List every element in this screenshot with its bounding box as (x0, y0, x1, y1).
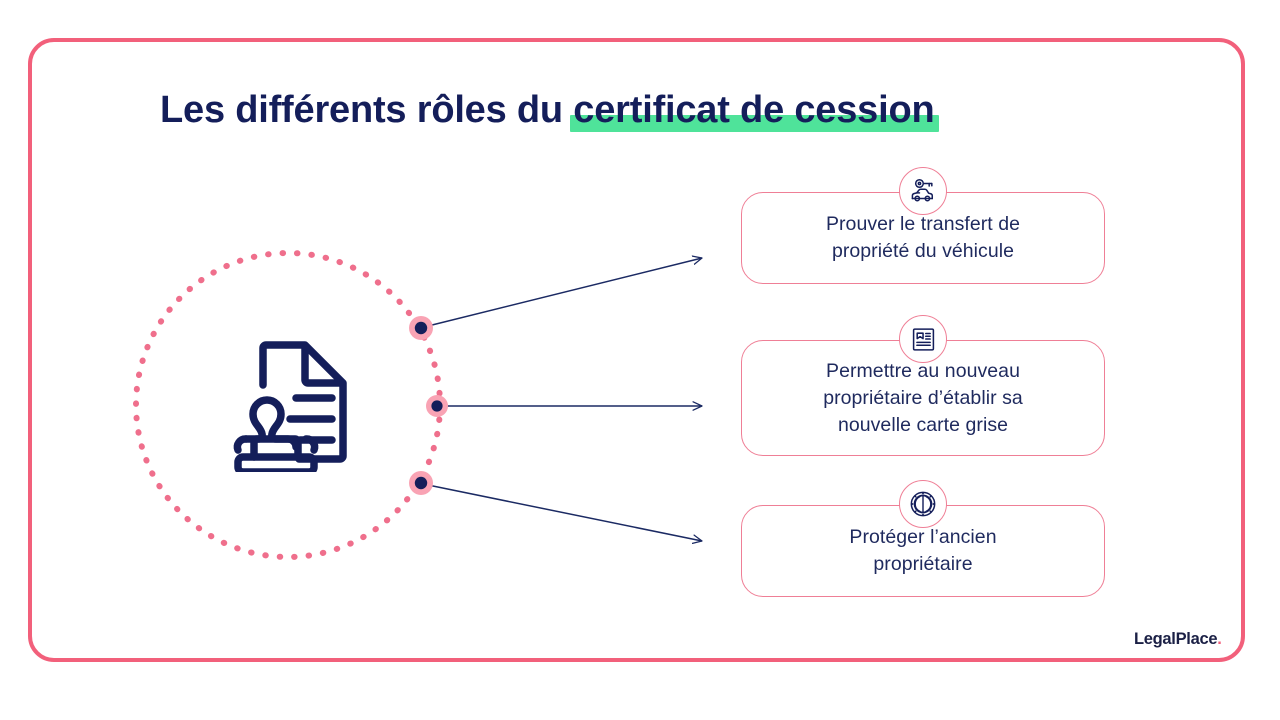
shield-seal-icon-badge (899, 480, 947, 528)
stamped-document-icon (233, 341, 347, 472)
title-prefix: Les différents rôles du (160, 89, 574, 131)
title-highlighted-term: certificat de cession (570, 86, 940, 134)
shield-seal-icon (910, 491, 936, 517)
document-article-icon (912, 327, 934, 351)
car-key-icon-badge (899, 167, 947, 215)
legalplace-logo: LegalPlace. (1134, 630, 1222, 649)
role-card-2-text: Permettre au nouveau propriétaire d’étab… (823, 359, 1023, 436)
car-key-icon (911, 178, 934, 202)
logo-dot: . (1217, 630, 1222, 648)
role-card-1[interactable]: Prouver le transfert de propriété du véh… (741, 192, 1105, 284)
logo-text: LegalPlace (1134, 630, 1218, 648)
role-card-1-text: Prouver le transfert de propriété du véh… (825, 213, 1021, 262)
document-article-icon-badge (899, 315, 947, 363)
page-title: Les différents rôles du certificat de ce… (160, 86, 1160, 138)
role-card-3-text: Protéger l’ancien propriétaire (849, 526, 997, 575)
